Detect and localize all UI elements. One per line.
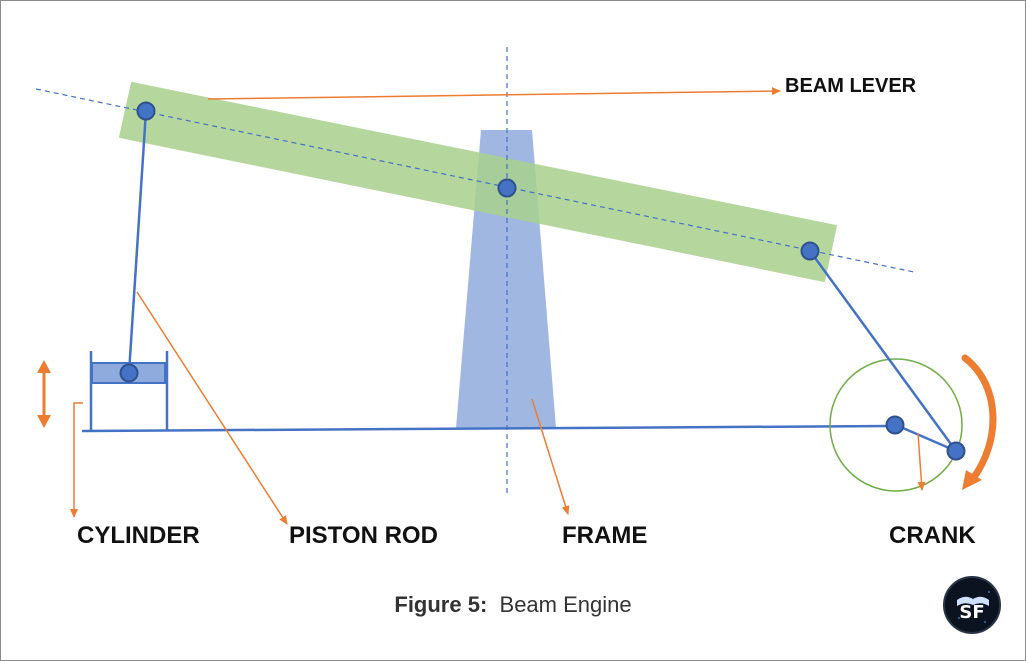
ground-line — [81, 424, 896, 433]
connecting-rod — [808, 250, 958, 452]
beam-lever-label: BEAM LEVER — [785, 75, 917, 97]
pivot-crank-pin — [946, 441, 966, 461]
pointer-frame — [531, 398, 570, 515]
cylinder-label: CYLINDER — [77, 522, 200, 549]
pointer-piston-rod — [136, 291, 288, 525]
piston-rod — [127, 110, 148, 374]
beam-lever — [119, 82, 837, 282]
pivot-crank-center — [885, 415, 905, 435]
pivot-beam-left — [136, 101, 156, 121]
piston-rod-label: PISTON ROD — [289, 522, 438, 549]
pivot-piston — [119, 363, 139, 383]
stroke-arrow-down-head — [37, 415, 51, 428]
pointer-crank — [917, 432, 926, 491]
pointer-cylinder — [70, 402, 83, 518]
book-logo-icon: SF — [943, 576, 1001, 634]
pivot-beam-right — [800, 241, 820, 261]
logo-text: SF — [959, 602, 985, 623]
pivot-beam-center — [497, 178, 517, 198]
beam-centerline — [35, 88, 915, 273]
caption-title: Beam Engine — [499, 592, 632, 617]
stroke-arrow-up-head — [37, 360, 51, 373]
rotation-arrow-head — [962, 470, 982, 490]
rotation-arrow-icon — [961, 354, 997, 484]
caption-number: Figure 5: — [394, 592, 488, 617]
crank-label: CRANK — [889, 522, 976, 549]
figure-caption: Figure 5: Beam Engine — [0, 592, 1026, 618]
logo-book-graphic — [957, 591, 990, 623]
crank-circle — [829, 358, 963, 492]
pointer-beam-lever — [207, 87, 781, 100]
frame-label: FRAME — [562, 522, 648, 549]
crank-arm — [895, 423, 957, 453]
